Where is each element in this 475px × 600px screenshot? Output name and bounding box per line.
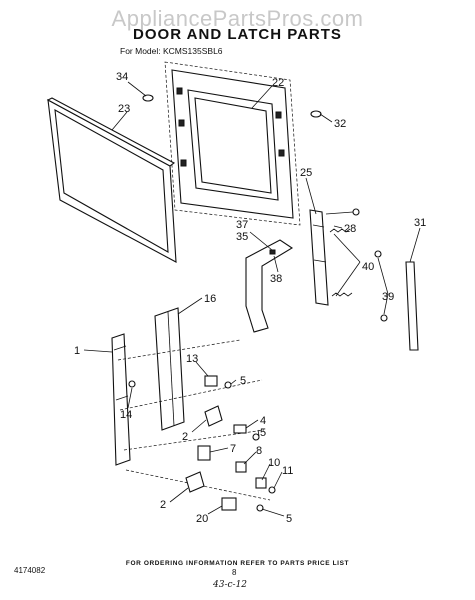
callout-1: 1 bbox=[74, 345, 80, 357]
callout-14: 14 bbox=[120, 409, 132, 421]
callout-40: 40 bbox=[362, 261, 374, 273]
part-8-bracket bbox=[235, 461, 247, 473]
part-16-channel bbox=[154, 307, 185, 431]
callout-4: 4 bbox=[260, 415, 266, 427]
callout-38: 38 bbox=[270, 273, 282, 285]
callout-31: 31 bbox=[414, 217, 426, 229]
callout-8: 8 bbox=[256, 445, 262, 457]
callout-11: 11 bbox=[282, 465, 293, 477]
part-39-screws bbox=[374, 250, 388, 322]
part-2-hinge-upper bbox=[204, 405, 223, 427]
callout-2-lower: 2 bbox=[160, 499, 166, 511]
part-5-screw-b bbox=[252, 433, 260, 441]
part-34-screw bbox=[142, 94, 154, 102]
callout-25: 25 bbox=[300, 167, 312, 179]
callout-39: 39 bbox=[382, 291, 394, 303]
part-1-side-panel bbox=[111, 333, 131, 466]
part-4-block bbox=[233, 424, 247, 434]
callout-22: 22 bbox=[272, 77, 284, 89]
part-28-screw bbox=[325, 208, 360, 216]
callout-34: 34 bbox=[116, 71, 128, 83]
part-7-plate bbox=[197, 445, 211, 461]
part-32-screw bbox=[310, 110, 322, 118]
callout-7: 7 bbox=[230, 443, 236, 455]
callout-37: 37 bbox=[236, 219, 248, 231]
callout-20: 20 bbox=[196, 513, 208, 525]
callout-32: 32 bbox=[334, 118, 346, 130]
part-40-springs bbox=[329, 228, 353, 297]
part-25-latch-plate bbox=[309, 209, 329, 306]
callout-28: 28 bbox=[344, 223, 356, 235]
part-31-strip bbox=[405, 261, 419, 351]
callout-10: 10 bbox=[268, 457, 280, 469]
handwritten-code: 43-c-12 bbox=[213, 580, 248, 590]
part-11-screw bbox=[268, 486, 276, 494]
part-23-door-panel bbox=[46, 97, 177, 263]
callout-5-upper: 5 bbox=[240, 375, 246, 387]
part-10-bracket bbox=[255, 477, 267, 489]
part-37-latch-lever bbox=[245, 239, 294, 333]
model-line: For Model: KCMS135SBL6 bbox=[120, 46, 223, 56]
callout-2-upper: 2 bbox=[182, 431, 188, 443]
part-5-screw-a bbox=[224, 381, 232, 389]
callout-5-lower: 5 bbox=[286, 513, 292, 525]
part-20-hinge bbox=[221, 497, 237, 511]
ordering-info-note: FOR ORDERING INFORMATION REFER TO PARTS … bbox=[125, 560, 350, 567]
callout-23: 23 bbox=[118, 103, 130, 115]
part-5-screw-c bbox=[256, 504, 264, 512]
part-22-door-frame bbox=[164, 61, 301, 226]
callout-5-middle: 5 bbox=[260, 427, 266, 439]
part-2-hinge-lower bbox=[185, 471, 205, 493]
callout-13: 13 bbox=[186, 353, 198, 365]
part-14-screw bbox=[128, 380, 136, 388]
page-number: 8 bbox=[232, 568, 237, 577]
callout-35: 35 bbox=[236, 231, 248, 243]
part-13-bracket bbox=[204, 375, 218, 387]
watermark-text: AppliancePartsPros.com bbox=[111, 6, 364, 31]
callout-16: 16 bbox=[204, 293, 216, 305]
page-title: DOOR AND LATCH PARTS bbox=[133, 26, 342, 43]
document-number: 4174082 bbox=[14, 566, 46, 575]
